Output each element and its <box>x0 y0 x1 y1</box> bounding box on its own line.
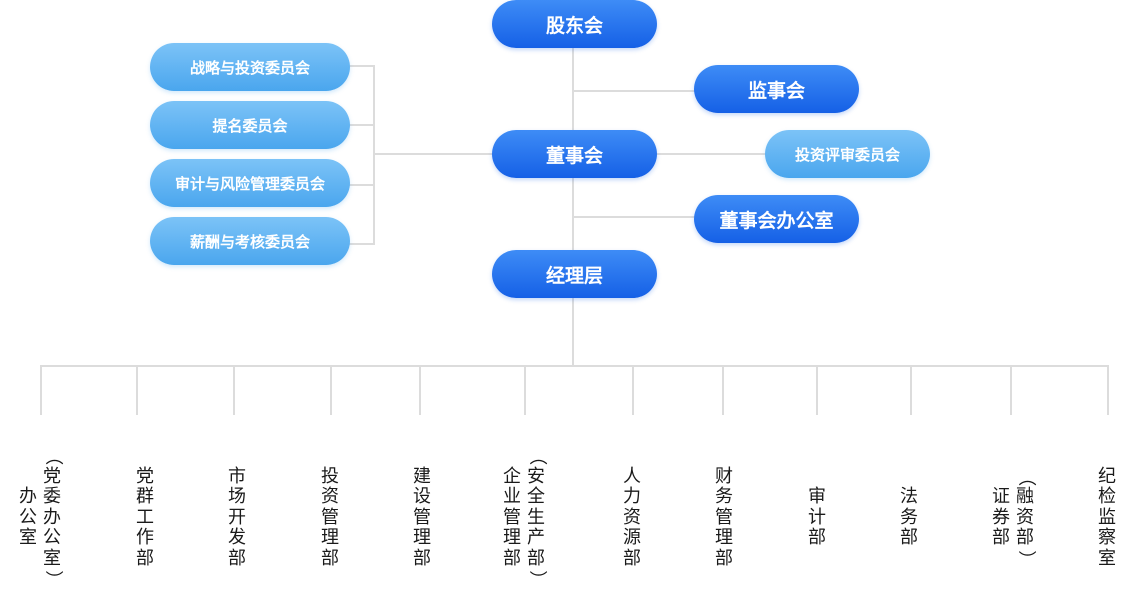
committee-bracket-tick-1 <box>348 65 374 67</box>
department-drop-line <box>722 366 724 415</box>
department-label: 企业管理部 <box>503 465 521 569</box>
node-committee-audit-risk: 审计与风险管理委员会 <box>150 159 350 207</box>
department-2: 党群工作部 <box>134 458 156 578</box>
department-label: 人力资源部 <box>623 465 641 569</box>
department-label: 财务管理部 <box>715 465 733 569</box>
trunk-line <box>572 46 574 366</box>
department-drop-line <box>330 366 332 415</box>
department-drop-line <box>233 366 235 415</box>
supervisors-connector <box>573 90 695 92</box>
node-committee-nomination: 提名委员会 <box>150 101 350 149</box>
department-11: 证券部 （融资部） <box>990 458 1036 578</box>
board-office-connector <box>573 216 695 218</box>
department-drop-line <box>816 366 818 415</box>
department-label: 纪检监察室 <box>1098 465 1116 569</box>
node-committee-compensation: 薪酬与考核委员会 <box>150 217 350 265</box>
department-label: 市场开发部 <box>228 465 246 569</box>
node-shareholders: 股东会 <box>492 0 657 48</box>
department-label: （安全生产部） <box>526 447 548 589</box>
department-8: 财务管理部 <box>713 458 735 578</box>
node-investment-review: 投资评审委员会 <box>765 130 930 178</box>
committee-bracket-tick-3 <box>348 184 374 186</box>
department-9: 审计部 <box>806 458 828 578</box>
department-5: 建设管理部 <box>411 458 433 578</box>
department-drop-line <box>419 366 421 415</box>
department-label: 办公室 <box>19 486 37 549</box>
department-drop-line <box>632 366 634 415</box>
department-4: 投资管理部 <box>319 458 341 578</box>
department-label: 证券部 <box>992 486 1010 549</box>
department-label: 党群工作部 <box>136 465 154 569</box>
department-label: （党委办公室） <box>42 447 64 589</box>
department-drop-line <box>524 366 526 415</box>
committee-bracket-tick-2 <box>348 124 374 126</box>
departments-horizontal-line <box>40 365 1109 367</box>
review-connector <box>655 153 767 155</box>
node-committee-strategy: 战略与投资委员会 <box>150 43 350 91</box>
department-1: 办公室 （党委办公室） <box>17 448 63 589</box>
department-label: 建设管理部 <box>413 465 431 569</box>
department-drop-line <box>1010 366 1012 415</box>
department-label: 投资管理部 <box>321 465 339 569</box>
department-12: 纪检监察室 <box>1096 458 1118 578</box>
department-drop-line <box>40 366 42 415</box>
node-management: 经理层 <box>492 250 657 298</box>
department-10: 法务部 <box>898 458 920 578</box>
node-supervisors: 监事会 <box>694 65 859 113</box>
node-board: 董事会 <box>492 130 657 178</box>
department-7: 人力资源部 <box>621 458 643 578</box>
department-label: 法务部 <box>900 486 918 549</box>
committee-connector-main <box>373 153 493 155</box>
department-label: （融资部） <box>1015 468 1037 568</box>
committee-bracket-tick-4 <box>348 243 374 245</box>
department-drop-line <box>910 366 912 415</box>
department-6: 企业管理部 （安全生产部） <box>501 448 547 589</box>
department-drop-line <box>136 366 138 415</box>
node-board-office: 董事会办公室 <box>694 195 859 243</box>
committee-bracket-vertical <box>373 65 375 245</box>
department-label: 审计部 <box>808 486 826 549</box>
department-3: 市场开发部 <box>226 458 248 578</box>
department-drop-line <box>1107 366 1109 415</box>
